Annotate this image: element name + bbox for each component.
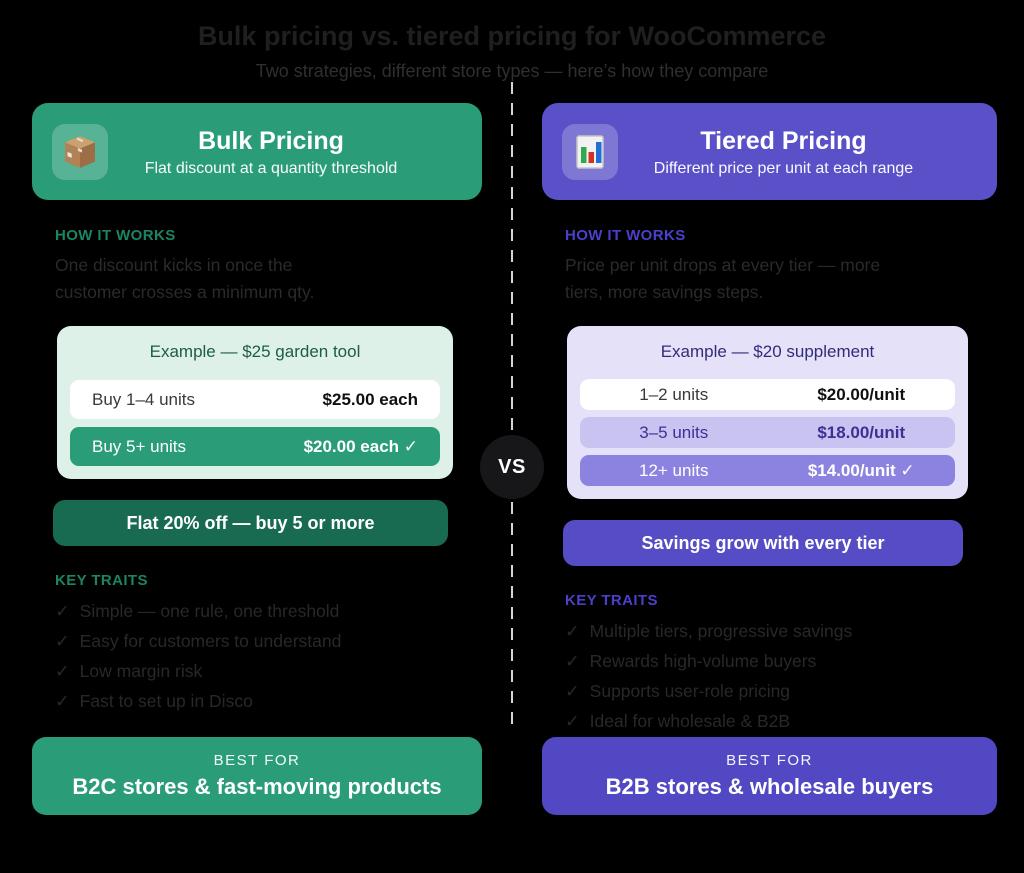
bulk-row2-price: $20.00 each ✓ [303,436,418,456]
comparison-layout: Bulk Pricing Flat discount at a quantity… [0,82,1024,815]
bulk-best-for-card: BEST FOR B2C stores & fast-moving produc… [32,737,482,815]
tiered-row1-price: $20.00/unit [817,384,906,404]
vs-badge: VS [480,435,544,499]
bulk-trait-text: Simple — one rule, one threshold [79,601,340,622]
bulk-how-it-works-label: HOW IT WORKS [55,227,176,244]
bulk-trait-text: Low margin risk [79,661,203,682]
tiered-row3-label: 12+ units [639,460,709,480]
bulk-subtitle: Flat discount at a quantity threshold [144,159,398,177]
page-title: Bulk pricing vs. tiered pricing for WooC… [197,21,827,51]
bulk-trait-text: Easy for customers to understand [79,631,342,652]
tiered-example-title: Example — $20 supplement [660,342,875,362]
check-icon: ✓ [565,651,580,672]
bulk-header-card: Bulk Pricing Flat discount at a quantity… [32,103,482,200]
list-item: ✓ Low margin risk [55,656,482,686]
tiered-example-row: 1–2 units $20.00/unit [580,379,955,411]
tiered-best-for-card: BEST FOR B2B stores & wholesale buyers [542,737,997,815]
list-item: ✓ Simple — one rule, one threshold [55,596,482,626]
page-header: Bulk pricing vs. tiered pricing for WooC… [0,0,1024,83]
tiered-row1-label: 1–2 units [639,384,709,404]
tiered-example-box: Example — $20 supplement 1–2 units $20.0… [567,326,968,500]
tiered-trait-text: Ideal for wholesale & B2B [589,711,791,732]
list-item: ✓ Fast to set up in Disco [55,686,482,716]
tiered-example-row-highlight: 12+ units $14.00/unit ✓ [580,455,955,487]
check-icon: ✓ [565,681,580,702]
package-icon [52,123,108,180]
tiered-pricing-column: Tiered Pricing Different price per unit … [542,103,997,815]
tiered-example-row: 3–5 units $18.00/unit [580,417,955,449]
tiered-best-for-label: BEST FOR [726,752,813,769]
tiered-title: Tiered Pricing [700,126,867,155]
tiered-subtitle: Different price per unit at each range [653,159,914,177]
check-icon: ✓ [55,601,70,622]
list-item: ✓ Ideal for wholesale & B2B [565,706,997,736]
bulk-example-title: Example — $25 garden tool [149,342,361,362]
tiered-trait-text: Rewards high-volume buyers [589,651,817,672]
bulk-traits-list: ✓ Simple — one rule, one threshold ✓ Eas… [55,596,482,716]
tiered-header-titles: Tiered Pricing Different price per unit … [618,126,977,178]
bulk-header-titles: Bulk Pricing Flat discount at a quantity… [108,126,462,178]
list-item: ✓ Rewards high-volume buyers [565,646,997,676]
page-subtitle: Two strategies, different store types — … [255,61,769,81]
bulk-example-row-highlight: Buy 5+ units $20.00 each ✓ [70,427,440,467]
tiered-row2-price: $18.00/unit [817,422,906,442]
center-divider: VS [480,82,544,815]
tiered-best-for-text: B2B stores & wholesale buyers [605,774,934,799]
bulk-trait-text: Fast to set up in Disco [79,691,253,712]
bulk-summary-banner: Flat 20% off — buy 5 or more [53,500,448,547]
check-icon: ✓ [55,631,70,652]
check-icon: ✓ [565,711,580,732]
bulk-row2-label: Buy 5+ units [92,436,187,456]
tiered-how-it-works-label: HOW IT WORKS [565,227,686,244]
tiered-row2-label: 3–5 units [639,422,709,442]
bulk-how-it-works-text: One discount kicks in once the customer … [55,255,315,303]
bulk-example-row: Buy 1–4 units $25.00 each [70,380,440,420]
bulk-best-for-label: BEST FOR [213,752,301,769]
bulk-best-for-text: B2C stores & fast-moving products [72,774,442,799]
tiered-row3-price: $14.00/unit ✓ [807,460,915,480]
list-item: ✓ Multiple tiers, progressive savings [565,616,997,646]
list-item: ✓ Easy for customers to understand [55,626,482,656]
tiered-key-traits-label: KEY TRAITS [565,592,658,610]
bulk-example-box: Example — $25 garden tool Buy 1–4 units … [57,326,453,480]
tiered-trait-text: Supports user-role pricing [589,681,791,702]
check-icon: ✓ [55,661,70,682]
bar-chart-icon [562,123,618,180]
bulk-key-traits-label: KEY TRAITS [55,572,148,590]
list-item: ✓ Supports user-role pricing [565,676,997,706]
check-icon: ✓ [565,621,580,642]
tiered-trait-text: Multiple tiers, progressive savings [589,621,853,642]
bulk-pricing-column: Bulk Pricing Flat discount at a quantity… [32,103,482,815]
bulk-row1-label: Buy 1–4 units [92,389,196,409]
bulk-title: Bulk Pricing [198,126,344,155]
check-icon: ✓ [55,691,70,712]
bulk-row1-price: $25.00 each [322,389,418,409]
dashed-divider-line [511,82,513,732]
tiered-how-it-works-text: Price per unit drops at every tier — mor… [565,255,881,303]
tiered-traits-list: ✓ Multiple tiers, progressive savings ✓ … [565,616,997,736]
tiered-header-card: Tiered Pricing Different price per unit … [542,103,997,200]
tiered-summary-banner: Savings grow with every tier [563,520,963,567]
